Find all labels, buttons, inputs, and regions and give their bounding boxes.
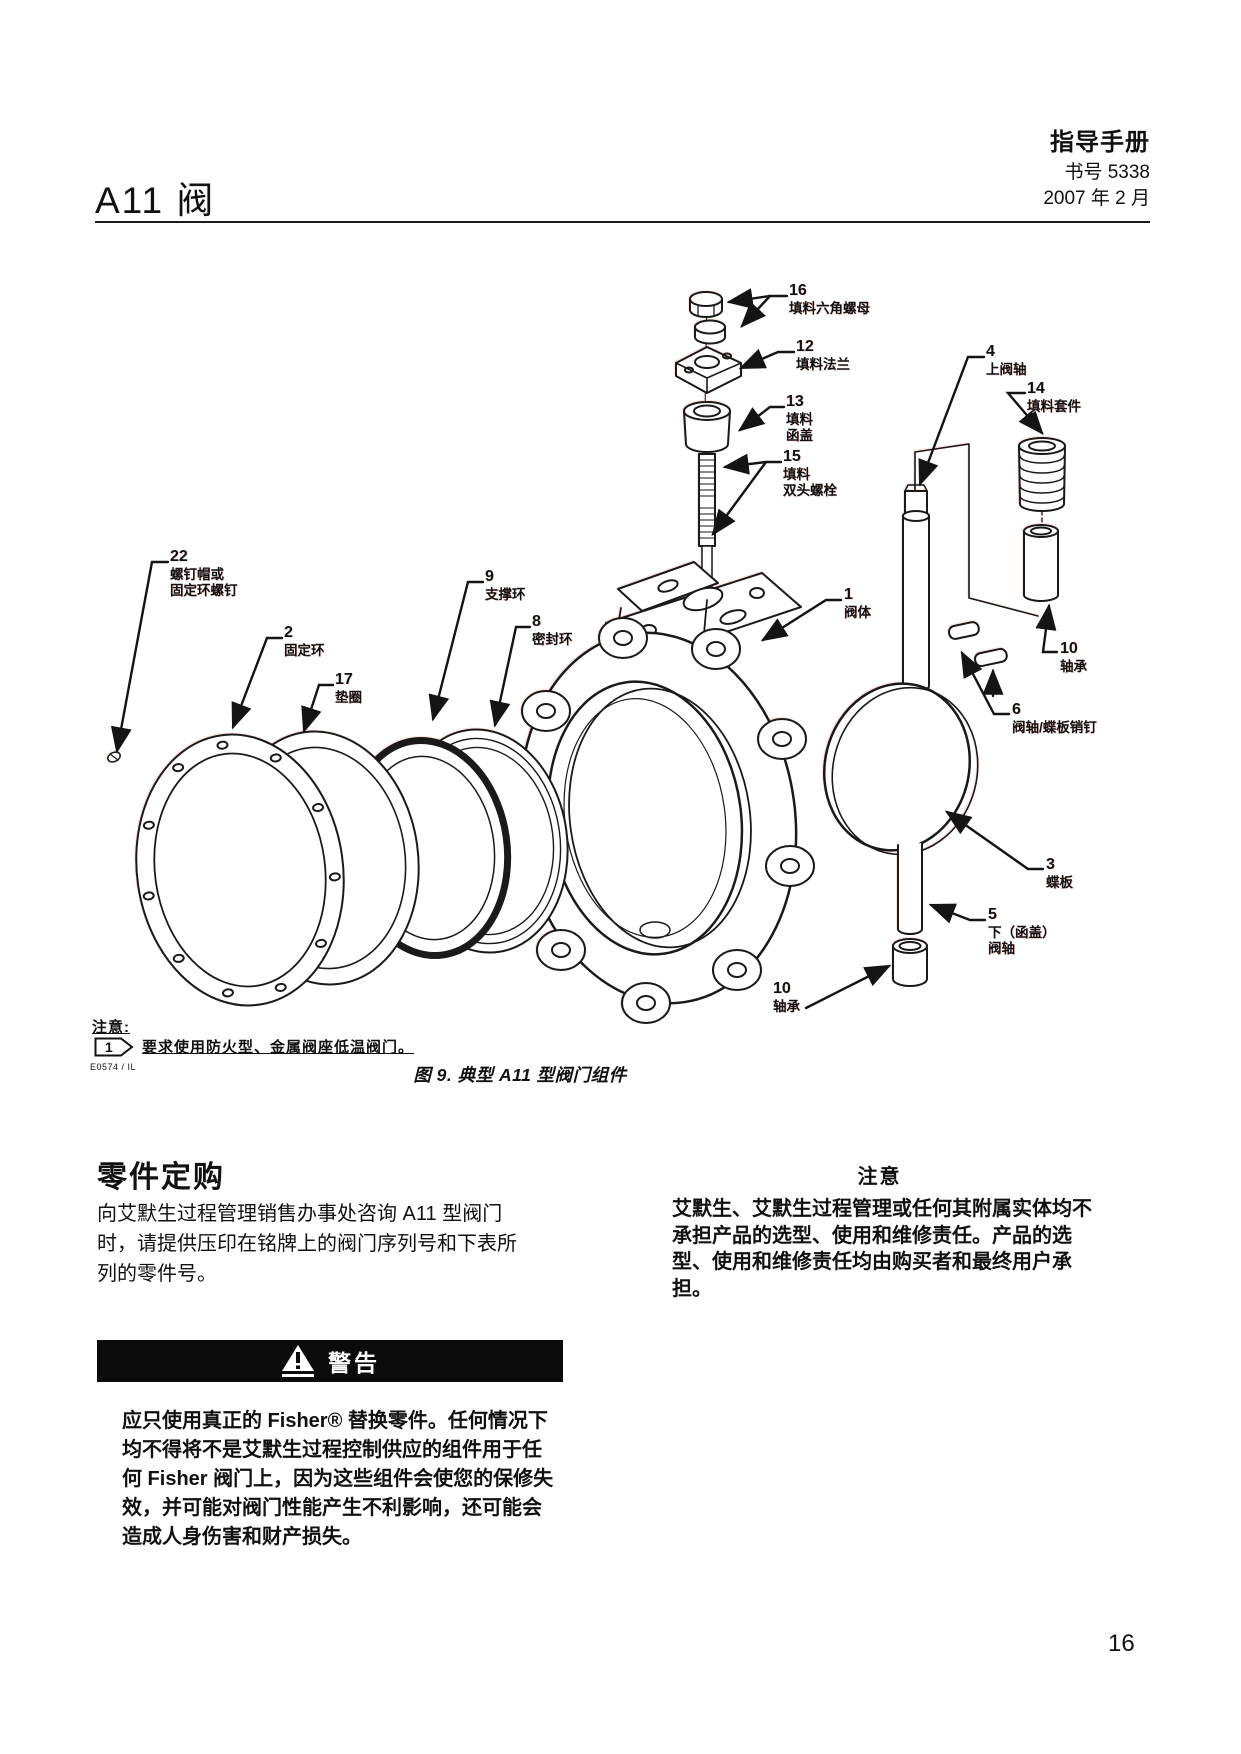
callout-15-3: 15 填料 双头螺栓 — [783, 449, 837, 499]
retaining-ring-2 — [119, 721, 361, 1019]
callout-4-4: 4 上阀轴 — [986, 344, 1027, 378]
callout-number: 8 — [532, 613, 541, 630]
page-title: A11 阀 — [95, 180, 216, 221]
warning-body: 应只使用真正的 Fisher® 替换零件。任何情况下均不得将不是艾默生过程控制供… — [122, 1410, 554, 1548]
callout-number: 10 — [1060, 640, 1078, 657]
callout-9-9: 9 支撑环 — [485, 569, 526, 603]
warning-banner: 警告 — [97, 1340, 563, 1382]
callout-part-name: 密封环 — [532, 632, 573, 647]
gasket-17 — [209, 719, 434, 997]
callout-number: 13 — [786, 393, 804, 410]
callout-part-name: 阀体 — [844, 605, 871, 620]
callout-12-1: 12 填料法兰 — [796, 339, 850, 373]
warning-triangle-icon — [282, 1345, 314, 1377]
callout-2-11: 2 固定环 — [284, 625, 325, 659]
backup-ring-9 — [335, 730, 522, 966]
warning-heading: 警告 — [328, 1350, 380, 1376]
header-block: 指导手册 书号 5338 2007 年 2 月 — [1043, 128, 1150, 211]
callout-part-name: 上阀轴 — [986, 362, 1027, 377]
callout-10-6: 10 轴承 — [1060, 641, 1087, 675]
callout-part-name: 固定环 — [284, 643, 325, 658]
callout-number: 12 — [796, 338, 814, 355]
callout-number: 14 — [1027, 380, 1045, 397]
figure-note-text: 要求使用防火型、金属阀座低温阀门。 — [142, 1039, 415, 1056]
callout-leader-lines — [110, 288, 1059, 1010]
callout-number: 1 — [844, 586, 853, 603]
figure-note-row: 1 要求使用防火型、金属阀座低温阀门。 — [94, 1036, 414, 1057]
callout-3-14: 3 蝶板 — [1046, 857, 1073, 891]
callout-part-name: 蝶板 — [1046, 875, 1073, 890]
callout-part-name: 垫圈 — [335, 690, 362, 705]
callout-part-name: 填料法兰 — [796, 357, 850, 372]
callout-part-name: 填料套件 — [1027, 399, 1081, 414]
doc-date: 2007 年 2 月 — [1043, 188, 1150, 210]
callout-number: 15 — [783, 448, 801, 465]
callout-number: 6 — [1012, 701, 1021, 718]
doc-type: 指导手册 — [1050, 129, 1150, 156]
note-flag-icon: 1 — [94, 1037, 134, 1056]
callout-17-12: 17 垫圈 — [335, 672, 362, 706]
callout-5-15: 5 下（函盖） 阀轴 — [988, 907, 1056, 957]
notice-body: 艾默生、艾默生过程管理或任何其附属实体均不承担产品的选型、使用和维修责任。产品的… — [672, 1198, 1092, 1300]
page-number: 16 — [1108, 1630, 1135, 1657]
callout-part-name: 阀轴/蝶板销钉 — [1012, 720, 1097, 735]
callout-part-name: 支撑环 — [485, 587, 526, 602]
callout-6-7: 6 阀轴/蝶板销钉 — [1012, 702, 1097, 736]
seal-ring-8 — [384, 718, 582, 963]
callout-13-2: 13 填料 函盖 — [786, 394, 813, 444]
callout-number: 3 — [1046, 856, 1055, 873]
callout-part-name: 填料六角螺母 — [789, 301, 870, 316]
callout-8-10: 8 密封环 — [532, 614, 573, 648]
callout-10-16: 10 轴承 — [773, 981, 800, 1015]
callout-part-name: 螺钉帽或 固定环螺钉 — [170, 567, 238, 598]
callout-16-0: 16 填料六角螺母 — [789, 283, 870, 317]
drawing-code: E0574 / IL — [90, 1062, 137, 1072]
callout-part-name: 填料 双头螺栓 — [783, 467, 837, 498]
callout-number: 2 — [284, 624, 293, 641]
body-lugs — [498, 618, 814, 1023]
callout-number: 10 — [773, 980, 791, 997]
callout-part-name: 轴承 — [1060, 659, 1087, 674]
doc-number: 书号 5338 — [1064, 161, 1150, 183]
svg-text:1: 1 — [105, 1039, 113, 1055]
parts-ordering-body: 向艾默生过程管理销售办事处咨询 A11 型阀门时，请提供压印在铭牌上的阀门序列号… — [97, 1203, 517, 1285]
callout-14-5: 14 填料套件 — [1027, 381, 1081, 415]
callout-part-name: 填料 函盖 — [786, 412, 813, 443]
callout-number: 22 — [170, 548, 188, 565]
parts-ordering-heading: 零件定购 — [97, 1161, 225, 1194]
callout-number: 17 — [335, 671, 353, 688]
notice-heading: 注意 — [857, 1166, 902, 1188]
callout-part-name: 轴承 — [773, 999, 800, 1014]
callout-number: 16 — [789, 282, 807, 299]
callout-number: 5 — [988, 906, 997, 923]
callout-number: 9 — [485, 568, 494, 585]
figure-caption: 图 9. 典型 A11 型阀门组件 — [413, 1065, 627, 1085]
callout-part-name: 下（函盖） 阀轴 — [988, 925, 1056, 956]
callout-22-8: 22 螺钉帽或 固定环螺钉 — [170, 549, 238, 599]
figure-note-label: 注意: — [92, 1019, 130, 1036]
callout-1-13: 1 阀体 — [844, 587, 871, 621]
valve-line-art — [106, 292, 1065, 1023]
header-rule — [95, 221, 1150, 223]
callout-number: 4 — [986, 343, 995, 360]
